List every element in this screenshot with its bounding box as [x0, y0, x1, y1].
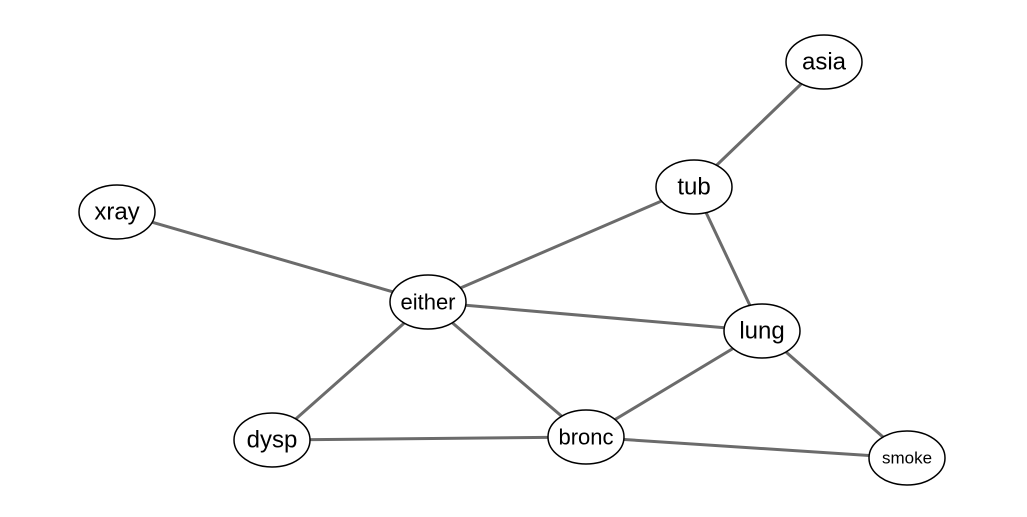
node-label-smoke: smoke	[882, 449, 932, 468]
edge-bronc-smoke	[584, 435, 909, 460]
node-lung: lung	[723, 303, 801, 359]
edge-either-dysp	[270, 300, 430, 442]
node-ellipse-lung	[723, 303, 801, 359]
node-ellipse-dysp	[233, 412, 311, 468]
node-label-bronc: bronc	[558, 425, 613, 450]
node-label-dysp: dysp	[247, 427, 298, 454]
edge-xray-either	[115, 210, 430, 304]
node-xray: xray	[78, 184, 156, 240]
node-either: either	[389, 274, 467, 330]
node-ellipse-smoke	[868, 430, 946, 486]
edge-dysp-bronc	[270, 435, 588, 442]
node-bronc: bronc	[547, 409, 625, 465]
node-label-either: either	[400, 290, 455, 315]
edge-either-lung	[426, 300, 764, 333]
node-ellipse-xray	[78, 184, 156, 240]
node-ellipse-bronc	[547, 409, 625, 465]
node-ellipse-asia	[785, 34, 863, 90]
node-label-xray: xray	[94, 199, 139, 226]
edge-tub-either	[426, 185, 696, 304]
node-ellipse-either	[389, 274, 467, 330]
node-smoke: smoke	[868, 430, 946, 486]
node-dysp: dysp	[233, 412, 311, 468]
node-label-tub: tub	[677, 174, 710, 201]
edge-either-bronc	[426, 300, 588, 439]
node-label-lung: lung	[739, 318, 784, 345]
node-asia: asia	[785, 34, 863, 90]
node-label-asia: asia	[802, 49, 847, 76]
nodes-layer: asia tub xray either lung dysp bronc smoke	[78, 34, 946, 486]
edges-layer	[115, 60, 909, 460]
node-ellipse-tub	[655, 159, 733, 215]
node-tub: tub	[655, 159, 733, 215]
